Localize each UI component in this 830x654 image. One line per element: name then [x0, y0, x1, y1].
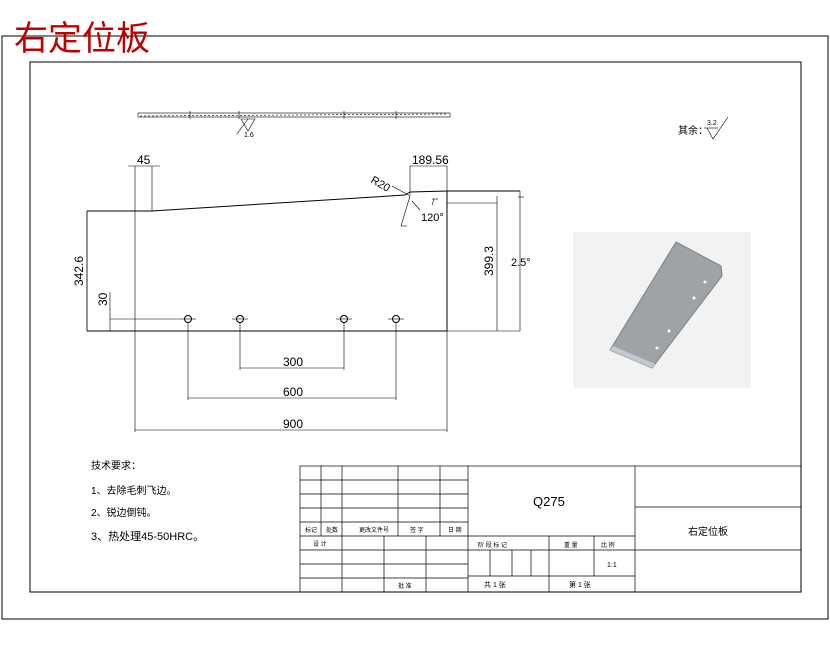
front-view: 45 189.56 R20 120° 342.6 30 399.3 2.5° [72, 153, 531, 432]
outer-frame [1, 35, 829, 620]
side-roughness: 1.6 [244, 132, 254, 139]
dim-r20: R20 [369, 174, 392, 194]
dim-399: 399.3 [482, 246, 496, 276]
roughness-value: 3.2 [707, 120, 717, 127]
sheet-total: 共 1 张 [484, 580, 506, 589]
designer-label: 设 计 [313, 540, 327, 548]
isometric-preview [573, 232, 751, 388]
row-label-date: 日 期 [448, 526, 462, 534]
approve-label: 批 准 [398, 582, 412, 590]
side-view: 1.6 [137, 111, 451, 139]
row-label-sign: 签 字 [410, 526, 424, 534]
part-name: 右定位板 [688, 525, 728, 538]
sheet-current: 第 1 张 [569, 580, 591, 589]
dim-120: 120° [421, 212, 444, 224]
stage-label: 阶 段 标 记 [478, 541, 507, 549]
dim-342: 342.6 [72, 256, 86, 286]
tech-item-1: 1、去除毛刺飞边。 [91, 484, 177, 497]
surface-roughness-note: 其余： 3.2 [678, 116, 729, 140]
row-label-mark: 标记 [305, 526, 317, 534]
dim-900: 900 [283, 417, 303, 431]
weight-label: 重 量 [564, 541, 578, 549]
dim-189: 189.56 [412, 153, 449, 167]
dim-30: 30 [96, 292, 110, 306]
tech-heading: 技术要求： [91, 459, 141, 472]
row-label-count: 处数 [326, 526, 338, 534]
tech-requirements: 技术要求： 1、去除毛刺飞边。 2、锐边倒钝。 3、热处理45-50HRC。 [91, 459, 204, 543]
roughness-label: 其余： [678, 124, 708, 137]
tech-item-2: 2、锐边倒钝。 [91, 506, 157, 519]
dim-300: 300 [283, 355, 303, 369]
scale-value: 1:1 [607, 562, 617, 569]
dim-45: 45 [137, 153, 151, 167]
scale-label: 比 例 [601, 541, 615, 549]
material: Q275 [533, 494, 565, 509]
dim-25deg: 2.5° [511, 257, 531, 269]
drawing-title: 右定位板 [14, 19, 150, 59]
row-label-docno: 更改文件号 [359, 526, 389, 534]
dim-600: 600 [283, 385, 303, 399]
title-block: 标记 处数 更改文件号 签 字 日 期 设 计 批 准 Q275 右定位板 阶 … [299, 465, 802, 593]
tech-item-3: 3、热处理45-50HRC。 [91, 530, 204, 543]
